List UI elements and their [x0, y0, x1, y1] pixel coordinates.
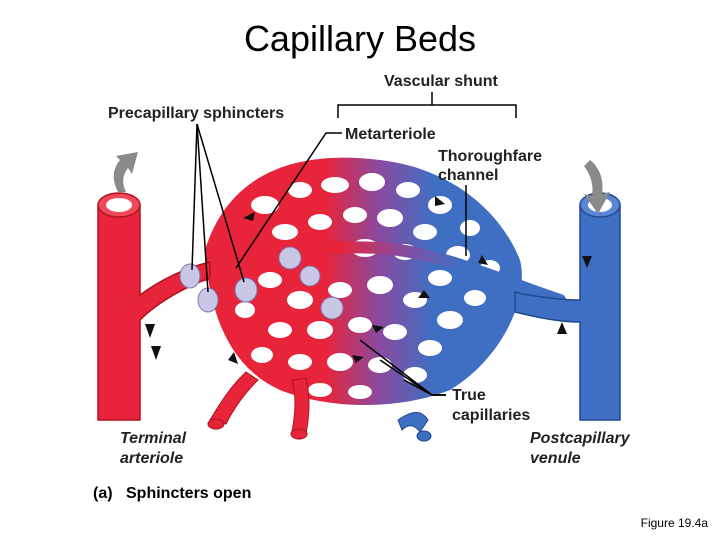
precapillary-sphincters [179, 246, 344, 320]
terminal-arteriole-label-line1: Terminal [120, 430, 187, 447]
sphincter-6 [320, 296, 344, 320]
sphincter-5 [299, 265, 321, 287]
metarteriole-label: Metarteriole [345, 126, 436, 143]
true-capillaries-label-line1: True [452, 387, 486, 404]
capillary-network [205, 157, 522, 405]
flow-direction-arrows [145, 196, 592, 364]
caption-part-letter: (a) [93, 485, 113, 502]
postcapillary-venule-label-line2: venule [530, 450, 581, 467]
terminal-arteriole-vessel [97, 192, 310, 440]
thoroughfare-channel-label-line1: Thoroughfare [438, 148, 542, 165]
outflow-arrow-icon [584, 160, 610, 214]
figure-reference: Figure 19.4a [640, 516, 708, 530]
true-capillaries-label-line2: capillaries [452, 407, 530, 424]
inflow-arrow-icon [113, 152, 138, 192]
thoroughfare-channel-label-line2: channel [438, 167, 498, 184]
sphincter-1 [179, 263, 201, 289]
leader-lines [191, 92, 517, 396]
sphincter-3 [234, 277, 258, 303]
slide-title: Capillary Beds [243, 18, 477, 59]
postcapillary-venule-label-line1: Postcapillary [530, 430, 631, 447]
vascular-shunt-label: Vascular shunt [384, 73, 498, 90]
precapillary-sphincters-label: Precapillary sphincters [108, 105, 284, 122]
caption-text: Sphincters open [126, 485, 251, 502]
sphincter-4 [278, 246, 302, 270]
metarteriole-channel [199, 241, 566, 306]
terminal-arteriole-label-line2: arteriole [120, 450, 183, 467]
